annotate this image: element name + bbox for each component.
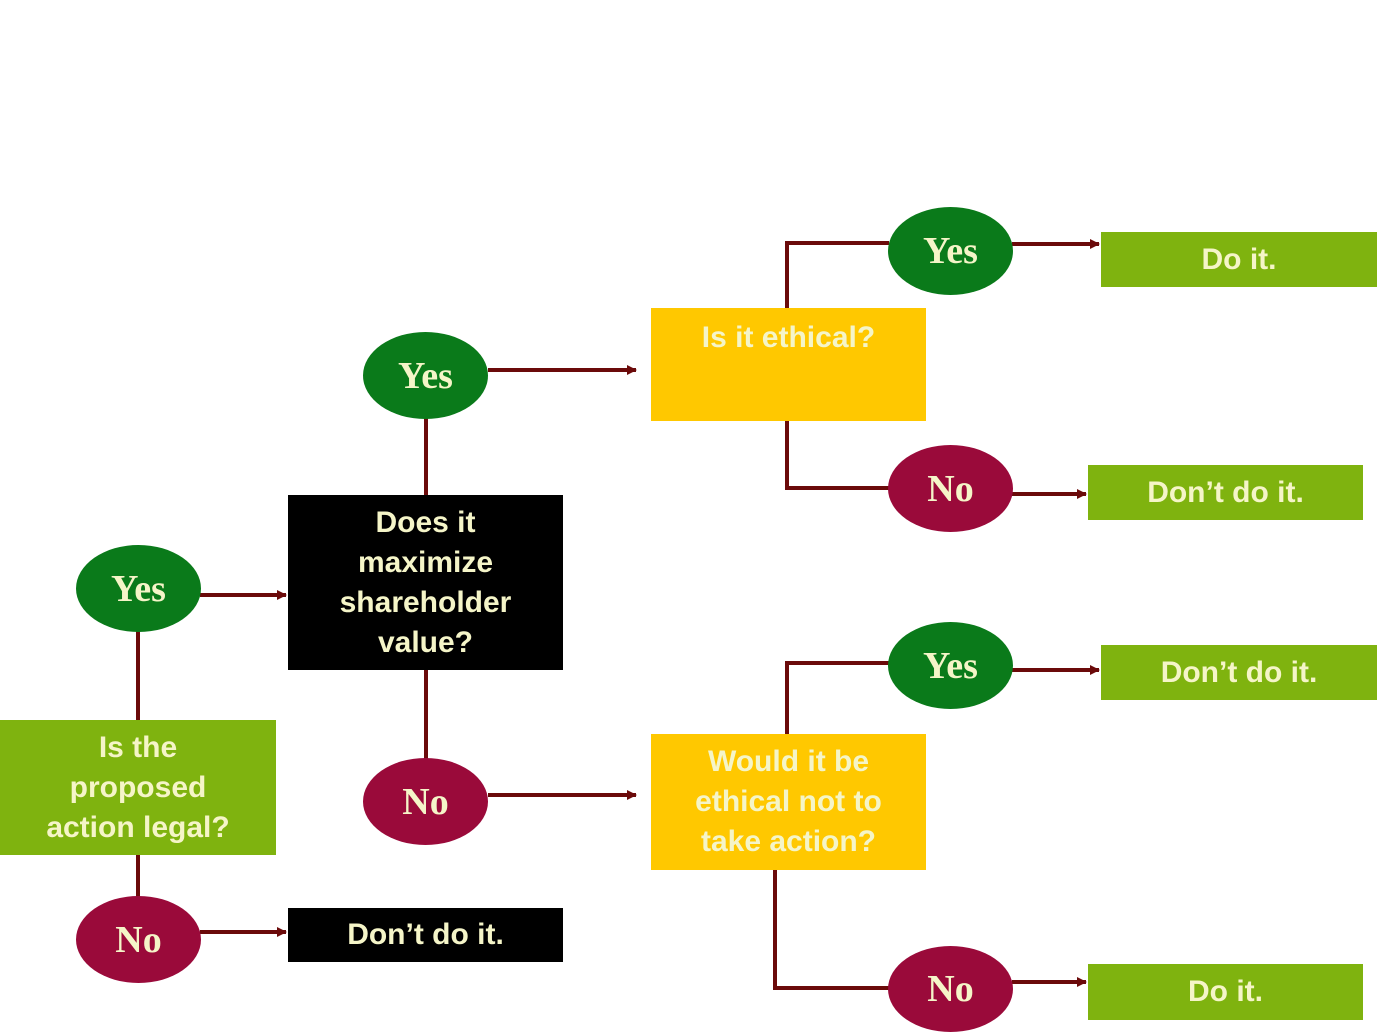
outcome-legal-no: Don’t do it. — [288, 908, 563, 962]
connector-ethical-no — [785, 421, 889, 490]
answer-ethical-not-no: No — [888, 946, 1013, 1032]
connector-ethical-yes — [785, 241, 889, 308]
answer-legal-yes: Yes — [76, 545, 201, 632]
answer-maximize-yes: Yes — [363, 332, 488, 419]
answer-legal-no: No — [76, 896, 201, 983]
connector-ethical-not-yes — [785, 661, 889, 734]
answer-ethical-not-yes: Yes — [888, 622, 1013, 709]
question-maximize-shareholder-value: Does it maximize shareholder value? — [288, 495, 563, 670]
outcome-ethical-no: Don’t do it. — [1088, 465, 1363, 520]
question-legal: Is the proposed action legal? — [0, 720, 276, 855]
question-ethical-not-to-act: Would it be ethical not to take action? — [651, 734, 926, 870]
question-ethical: Is it ethical? — [651, 308, 926, 421]
connector-ethical-not-no — [773, 870, 889, 990]
outcome-ethical-yes: Do it. — [1101, 232, 1377, 287]
outcome-ethical-not-no: Do it. — [1088, 964, 1363, 1020]
outcome-ethical-not-yes: Don’t do it. — [1101, 645, 1377, 700]
answer-ethical-yes: Yes — [888, 207, 1013, 295]
answer-ethical-no: No — [888, 445, 1013, 532]
answer-maximize-no: No — [363, 758, 488, 845]
